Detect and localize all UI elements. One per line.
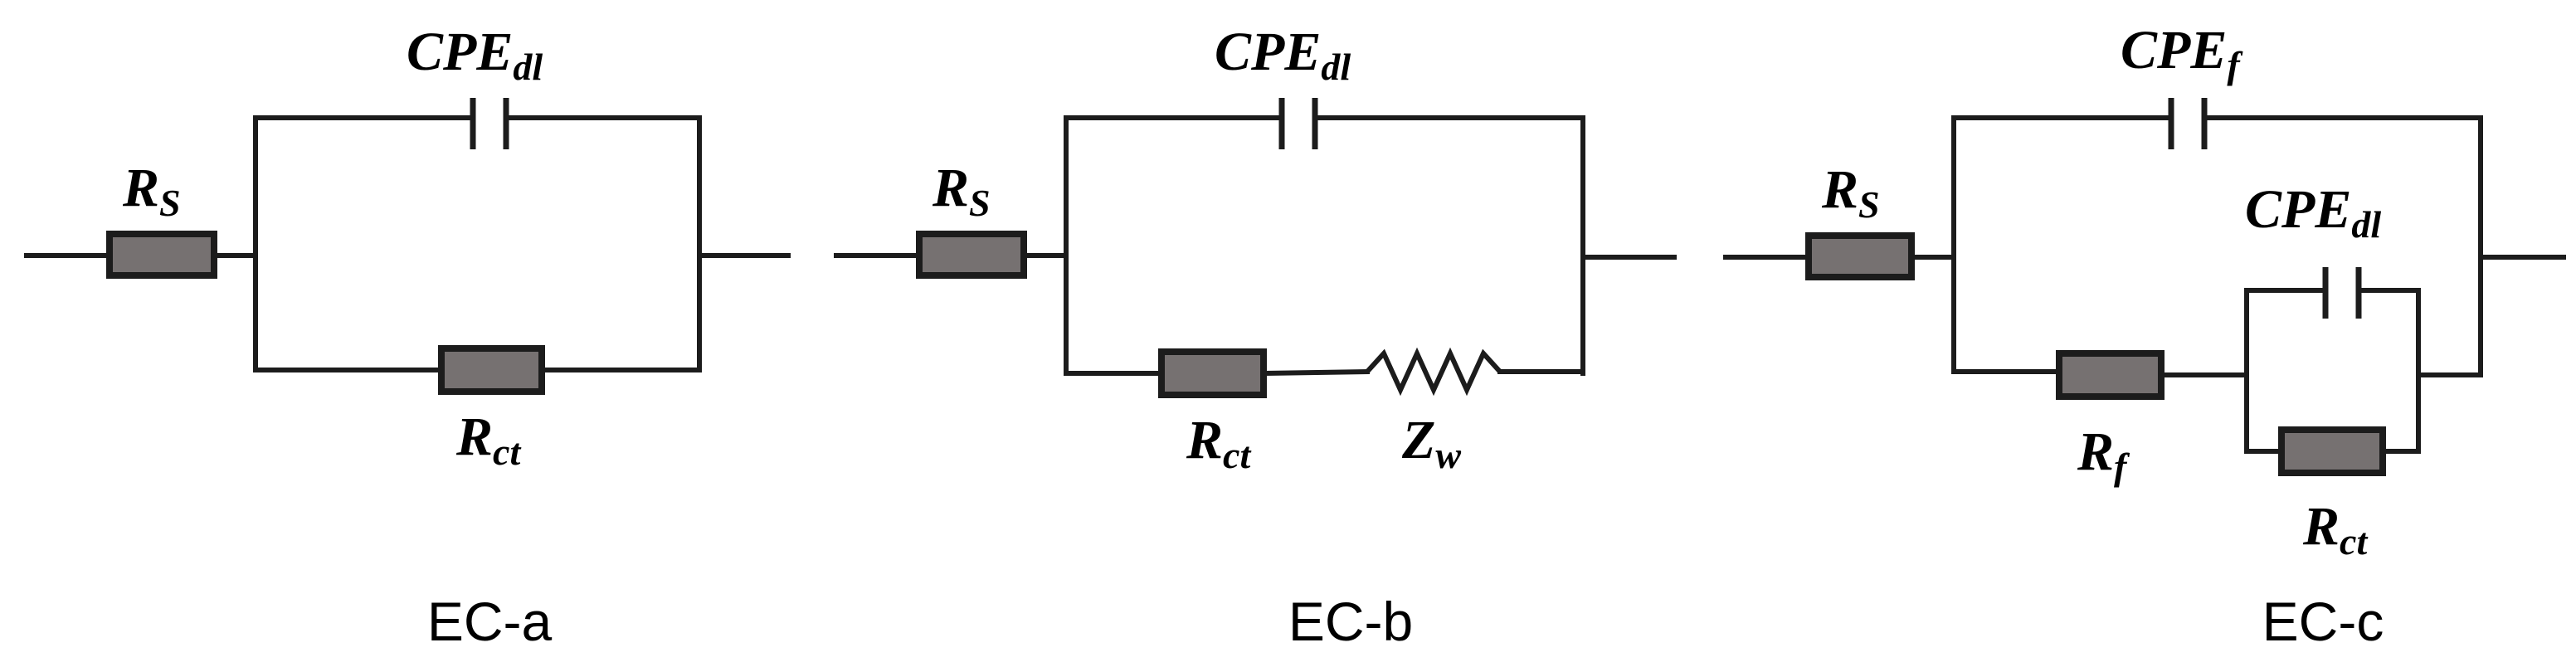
resistor-rct <box>1158 348 1267 398</box>
label-zw: Zw <box>1401 410 1461 476</box>
circuit-ec-a: RS CPEdl Rct EC-a <box>24 22 791 652</box>
caption-ec-b: EC-b <box>1288 591 1413 652</box>
circuit-ec-b: RS CPEdl Rct Zw EC-b <box>834 22 1677 652</box>
wire-bottom-branch <box>1064 368 1371 377</box>
caption-ec-c: EC-c <box>2262 591 2384 652</box>
resistor-rs <box>106 231 217 279</box>
resistor-rct <box>438 345 545 395</box>
label-rct: Rct <box>2302 496 2368 562</box>
warburg-element <box>1365 347 1502 397</box>
label-rct: Rct <box>1186 410 1251 476</box>
resistor-rct <box>2278 426 2386 476</box>
resistor-rs <box>916 231 1027 279</box>
caption-ec-a: EC-a <box>427 591 553 652</box>
circuit-ec-c: RS CPEf Rf CPEdl Rct EC-c <box>1723 20 2566 652</box>
resistor-rf <box>2056 350 2165 400</box>
label-cpe-dl: CPEdl <box>1215 22 1351 88</box>
label-cpe-dl: CPEdl <box>407 22 543 88</box>
label-rct: Rct <box>455 407 521 473</box>
label-cpe-dl: CPEdl <box>2245 179 2381 246</box>
label-rs: RS <box>932 158 991 224</box>
label-cpe-f: CPEf <box>2121 20 2243 86</box>
label-rs: RS <box>1821 159 1880 226</box>
resistor-rs <box>1805 232 1915 280</box>
label-rs: RS <box>122 158 181 224</box>
wire-bottom-branch <box>1951 369 2249 377</box>
label-rf: Rf <box>2077 421 2130 488</box>
